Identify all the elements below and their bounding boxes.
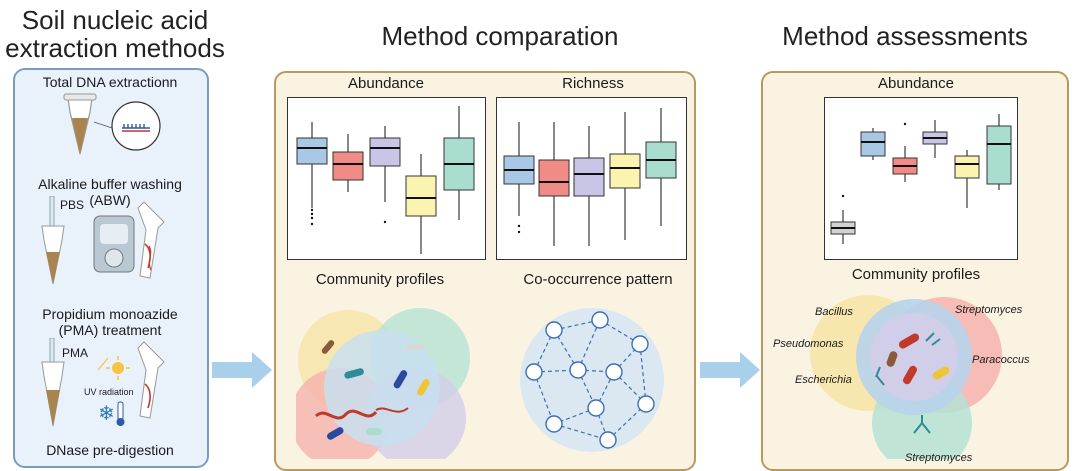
step-pma-line2: (PMA) treatment [58,322,162,338]
step-pma-title: Propidium monoazide (PMA) treatment [20,306,200,338]
box-yellow [609,112,641,240]
box-red [892,122,918,182]
mid-richness-title: Richness [562,75,624,92]
pbs-label: PBS [60,198,85,212]
cooccurrence-network-illustration [520,308,664,452]
right-abundance-title: Abundance [878,75,954,92]
taxon-streptomyces: Streptomyces [955,304,1023,316]
abundance-boxplot [287,97,486,260]
uv-radiation-label: UV radiation [84,387,134,397]
box-yellow [405,154,437,254]
box-green [645,108,677,226]
taxon-bacillus: Bacillus [815,306,853,318]
box-green [986,114,1012,190]
step-abw-title: Alkaline buffer washing (ABW) [20,176,200,208]
assessment-boxplot [824,97,1018,260]
left-heading-line2: extraction methods [5,33,225,63]
step-abw-line1: Alkaline buffer washing [38,176,182,192]
community-taxa-illustration [810,295,1002,459]
right-community-label: Community profiles [851,266,981,283]
left-heading-line1: Soil nucleic acid [21,5,209,35]
mid-cooccurrence-label: Co-occurrence pattern [523,271,673,288]
step-total-dna: Total DNA extractionn [42,74,178,90]
taxon-escherichia: Escherichia [795,374,852,386]
middle-heading: Method comparation [381,21,619,51]
taxon-streptomyces-bottom: Streptomyces [905,452,973,464]
arrow-right-icon [212,352,272,388]
step-abw-line2: (ABW) [89,192,131,208]
mid-abundance-title: Abundance [348,75,424,92]
richness-boxplot [496,97,687,260]
box-purple [369,126,401,224]
box-red [332,134,364,192]
box-purple [922,120,948,158]
box-red [538,122,570,246]
pma-label: PMA [62,346,89,360]
box-gray [830,194,856,244]
tube-dna-illustration [63,93,161,155]
pma-illustration: ❄ [41,338,165,427]
sun-icon [106,356,130,380]
step-dnase: DNase pre-digestion [46,442,174,458]
abw-illustration [41,196,165,285]
taxon-paracoccus: Paracoccus [972,354,1030,366]
box-yellow [954,150,980,208]
box-purple [573,126,605,246]
box-blue [296,122,328,226]
box-blue [860,128,886,160]
taxon-pseudomonas: Pseudomonas [773,338,844,350]
arrow-right-icon-2 [700,352,760,388]
community-venn-illustration [296,308,470,459]
right-heading: Method assessments [782,21,1028,51]
box-green [443,106,475,220]
mid-community-label: Community profiles [315,271,445,288]
box-blue [503,122,535,234]
svg-text:❄: ❄ [98,401,115,425]
step-pma-line1: Propidium monoazide [42,306,178,322]
left-heading: Soil nucleic acid extraction methods [0,6,230,62]
